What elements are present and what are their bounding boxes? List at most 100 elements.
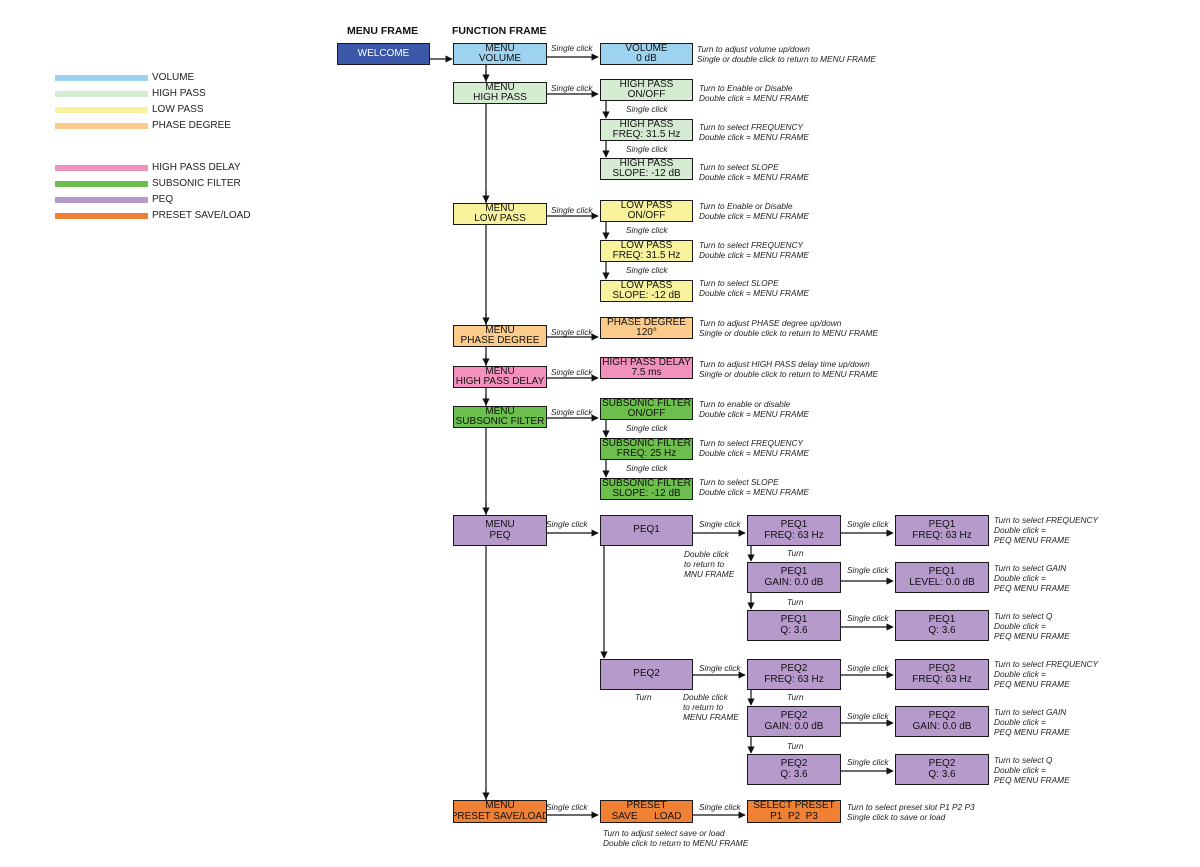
box-text: VOLUME <box>625 43 668 54</box>
annotation-line: Turn to select GAIN <box>994 563 1067 573</box>
annotation-line: Single or double click to return to MENU… <box>699 328 878 338</box>
annotation-line: Double click = MENU FRAME <box>699 172 809 182</box>
annotation-line: Double click = <box>994 669 1046 679</box>
box-text: VOLUME <box>478 53 522 64</box>
single-click-label: Single click <box>626 265 668 275</box>
annotation-line: Turn to select SLOPE <box>699 162 779 172</box>
box-text: SAVE LOAD <box>611 810 682 822</box>
box-text: HIGH PASS DELAY <box>455 376 545 387</box>
box-text: PRESET SAVE/LOAD <box>453 810 547 822</box>
box-text: SUBSONIC FILTER <box>602 398 691 409</box>
annotation-line: Turn to select preset slot P1 P2 P3 <box>847 802 975 812</box>
box-text: PEQ2 <box>780 758 808 769</box>
box-text: Q: 3.6 <box>928 768 956 780</box>
box-text: FREQ: 63 Hz <box>912 529 972 541</box>
turn-label: Turn <box>635 692 652 702</box>
single-click-label: Single click <box>551 43 593 53</box>
box-text: PEQ2 <box>928 710 956 721</box>
box-text: PEQ2 <box>928 663 956 674</box>
box-text: PEQ2 <box>928 758 956 769</box>
annotation-line: Double click = MENU FRAME <box>699 132 809 142</box>
single-click-label: Single click <box>626 463 668 473</box>
peq1-box: PEQ1 <box>600 515 693 546</box>
box-text: PEQ2 <box>633 668 660 680</box>
annotation-line: Double click = MENU FRAME <box>699 448 809 458</box>
annotation-line: Double click = MENU FRAME <box>699 93 809 103</box>
annotation-line: Turn to select FREQUENCY <box>699 122 804 132</box>
box-text: FREQ: 63 Hz <box>764 529 824 541</box>
box-text: 7.5 ms <box>631 367 662 378</box>
box-text: PRESET <box>626 800 667 811</box>
box-text: SUBSONIC FILTER <box>455 416 545 427</box>
legend-swatch <box>55 75 148 81</box>
single-click-label: Single click <box>551 367 593 377</box>
single-click-label: Single click <box>699 519 741 529</box>
annotation-line: Turn to select FREQUENCY <box>699 438 804 448</box>
box-text: PEQ1 <box>780 614 808 625</box>
box-text: HIGH PASS <box>473 92 527 103</box>
turn-label: Turn <box>787 548 804 558</box>
box-text: SLOPE: -12 dB <box>612 168 681 179</box>
single-click-label: Single click <box>546 802 588 812</box>
annotation-line: PEQ MENU FRAME <box>994 631 1070 641</box>
legend-swatch <box>55 91 148 97</box>
box-text: SLOPE: -12 dB <box>612 488 681 499</box>
box-text: FREQ: 31.5 Hz <box>612 250 681 261</box>
box-text: GAIN: 0.0 dB <box>764 576 824 588</box>
box-text: PEQ1 <box>780 519 808 530</box>
annotation-line: Turn to select SLOPE <box>699 477 779 487</box>
single-click-label: Single click <box>847 711 889 721</box>
legend-swatch <box>55 181 148 187</box>
box-text: MENU <box>485 519 515 530</box>
box-text: PEQ1 <box>633 524 660 536</box>
box-text: HIGH PASS <box>619 119 674 130</box>
box-text: PEQ1 <box>780 566 808 577</box>
menu-frame-header: MENU FRAME <box>347 25 419 37</box>
annotation-line: PEQ MENU FRAME <box>994 583 1070 593</box>
box-text: LOW PASS <box>620 280 673 291</box>
annotation-line: Turn to select FREQUENCY <box>994 659 1099 669</box>
single-click-label: Single click <box>699 663 741 673</box>
annotation-line: Single or double click to return to MENU… <box>699 369 878 379</box>
box-text: PEQ <box>489 529 511 541</box>
annotation-line: Turn to adjust HIGH PASS delay time up/d… <box>699 359 870 369</box>
box-text: 120° <box>636 327 657 338</box>
welcome-box: WELCOME <box>337 43 430 65</box>
legend-swatch <box>55 107 148 113</box>
single-click-label: Single click <box>847 519 889 529</box>
function-frame-header: FUNCTION FRAME <box>452 25 547 37</box>
annotation-line: Turn to select Q <box>994 611 1053 621</box>
single-click-label: Single click <box>847 663 889 673</box>
turn-label: Turn <box>787 597 804 607</box>
box-text: PEQ1 <box>928 519 956 530</box>
box-text: LOW PASS <box>620 240 673 251</box>
box-text: MENU <box>485 800 515 811</box>
annotation-line: Turn to select FREQUENCY <box>994 515 1099 525</box>
